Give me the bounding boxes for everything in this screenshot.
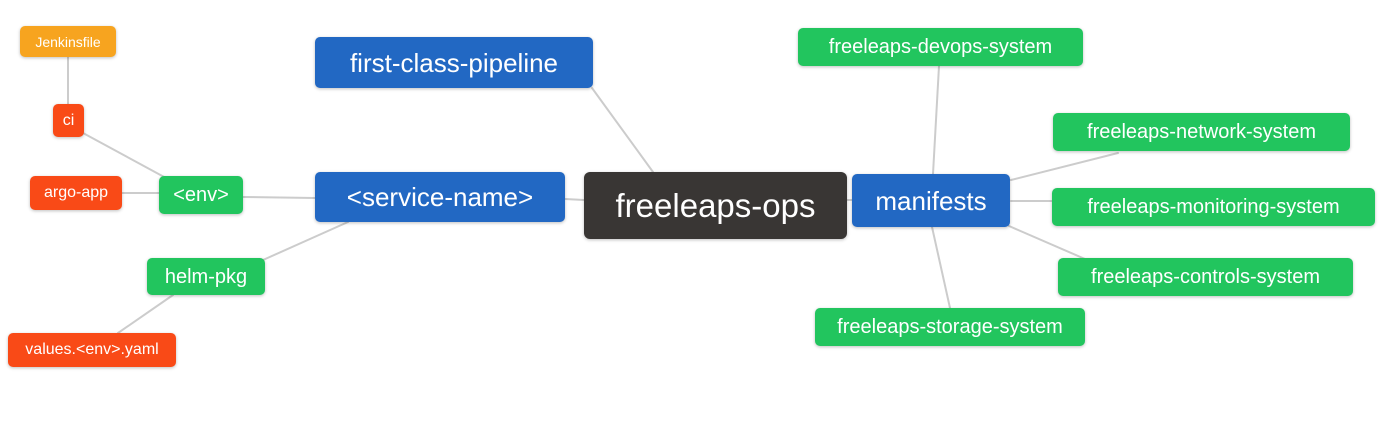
node-service-name[interactable]: <service-name>	[315, 172, 565, 222]
edge-service-name-root	[564, 198, 585, 201]
edge-manifests-controls	[1008, 225, 1086, 260]
node-freeleaps-monitoring-system[interactable]: freeleaps-monitoring-system	[1052, 188, 1375, 226]
edge-first-class-pipeline-root	[591, 87, 654, 173]
node-jenkinsfile[interactable]: Jenkinsfile	[20, 26, 116, 57]
edge-env-service-name	[242, 196, 316, 199]
node-first-class-pipeline[interactable]: first-class-pipeline	[315, 37, 593, 88]
node-freeleaps-storage-system[interactable]: freeleaps-storage-system	[815, 308, 1085, 346]
edge-manifests-storage	[931, 226, 951, 309]
node-freeleaps-devops-system[interactable]: freeleaps-devops-system	[798, 28, 1083, 66]
node-ci[interactable]: ci	[53, 104, 84, 137]
edge-manifests-devops	[932, 65, 940, 175]
node-argo-app[interactable]: argo-app	[30, 176, 122, 210]
node-manifests[interactable]: manifests	[852, 174, 1010, 227]
node-freeleaps-network-system[interactable]: freeleaps-network-system	[1053, 113, 1350, 151]
node-helm-pkg[interactable]: helm-pkg	[147, 258, 265, 295]
node-freeleaps-controls-system[interactable]: freeleaps-controls-system	[1058, 258, 1353, 296]
edge-ci-env	[82, 132, 167, 179]
edge-helm-pkg-values-yaml	[117, 294, 174, 334]
node-env[interactable]: <env>	[159, 176, 243, 214]
edge-manifests-network	[1010, 152, 1119, 181]
edge-service-name-helm-pkg	[262, 221, 349, 261]
node-values-env-yaml[interactable]: values.<env>.yaml	[8, 333, 176, 367]
node-root-freeleaps-ops[interactable]: freeleaps-ops	[584, 172, 847, 239]
